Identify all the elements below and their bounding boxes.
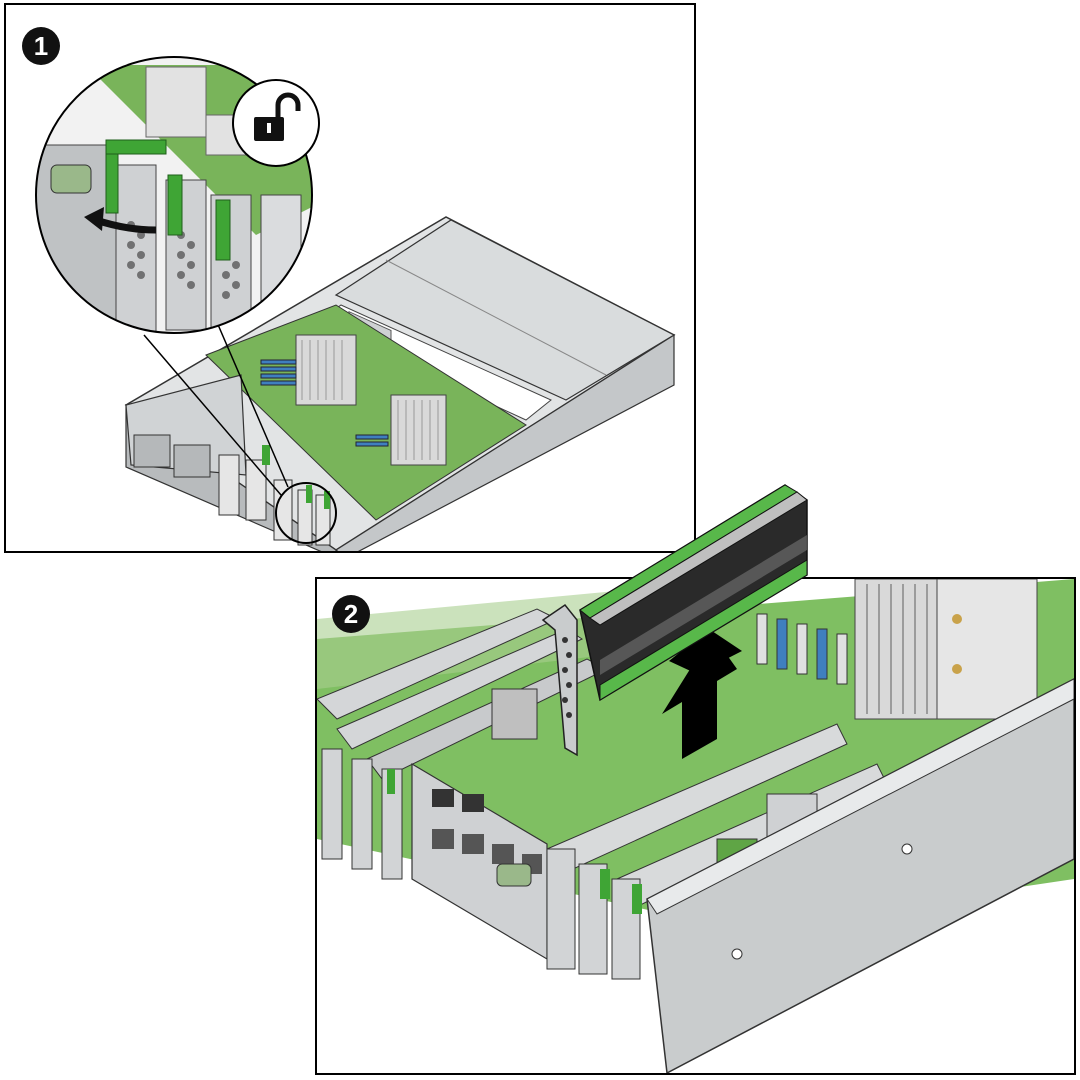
rear-panel [125, 374, 331, 546]
server-overview-illustration [35, 56, 676, 551]
step-1-panel: 1 [4, 3, 696, 553]
pcie-slot-brackets [321, 748, 642, 980]
dimm-slots [756, 613, 848, 685]
up-arrow-icon [662, 629, 742, 759]
unlock-icon [232, 79, 320, 167]
step-2-panel: 2 [315, 577, 1076, 1075]
step-2-badge: 2 [332, 595, 370, 633]
magnified-detail [35, 56, 313, 334]
rear-io-panel [411, 762, 548, 961]
riser-slots [317, 608, 609, 780]
pcie-card [541, 484, 808, 757]
step-1-badge: 1 [22, 27, 60, 65]
callout-ring [275, 482, 337, 544]
chassis-side-wall [646, 678, 1074, 1073]
motherboard [205, 304, 527, 521]
heatsink [854, 579, 1038, 720]
